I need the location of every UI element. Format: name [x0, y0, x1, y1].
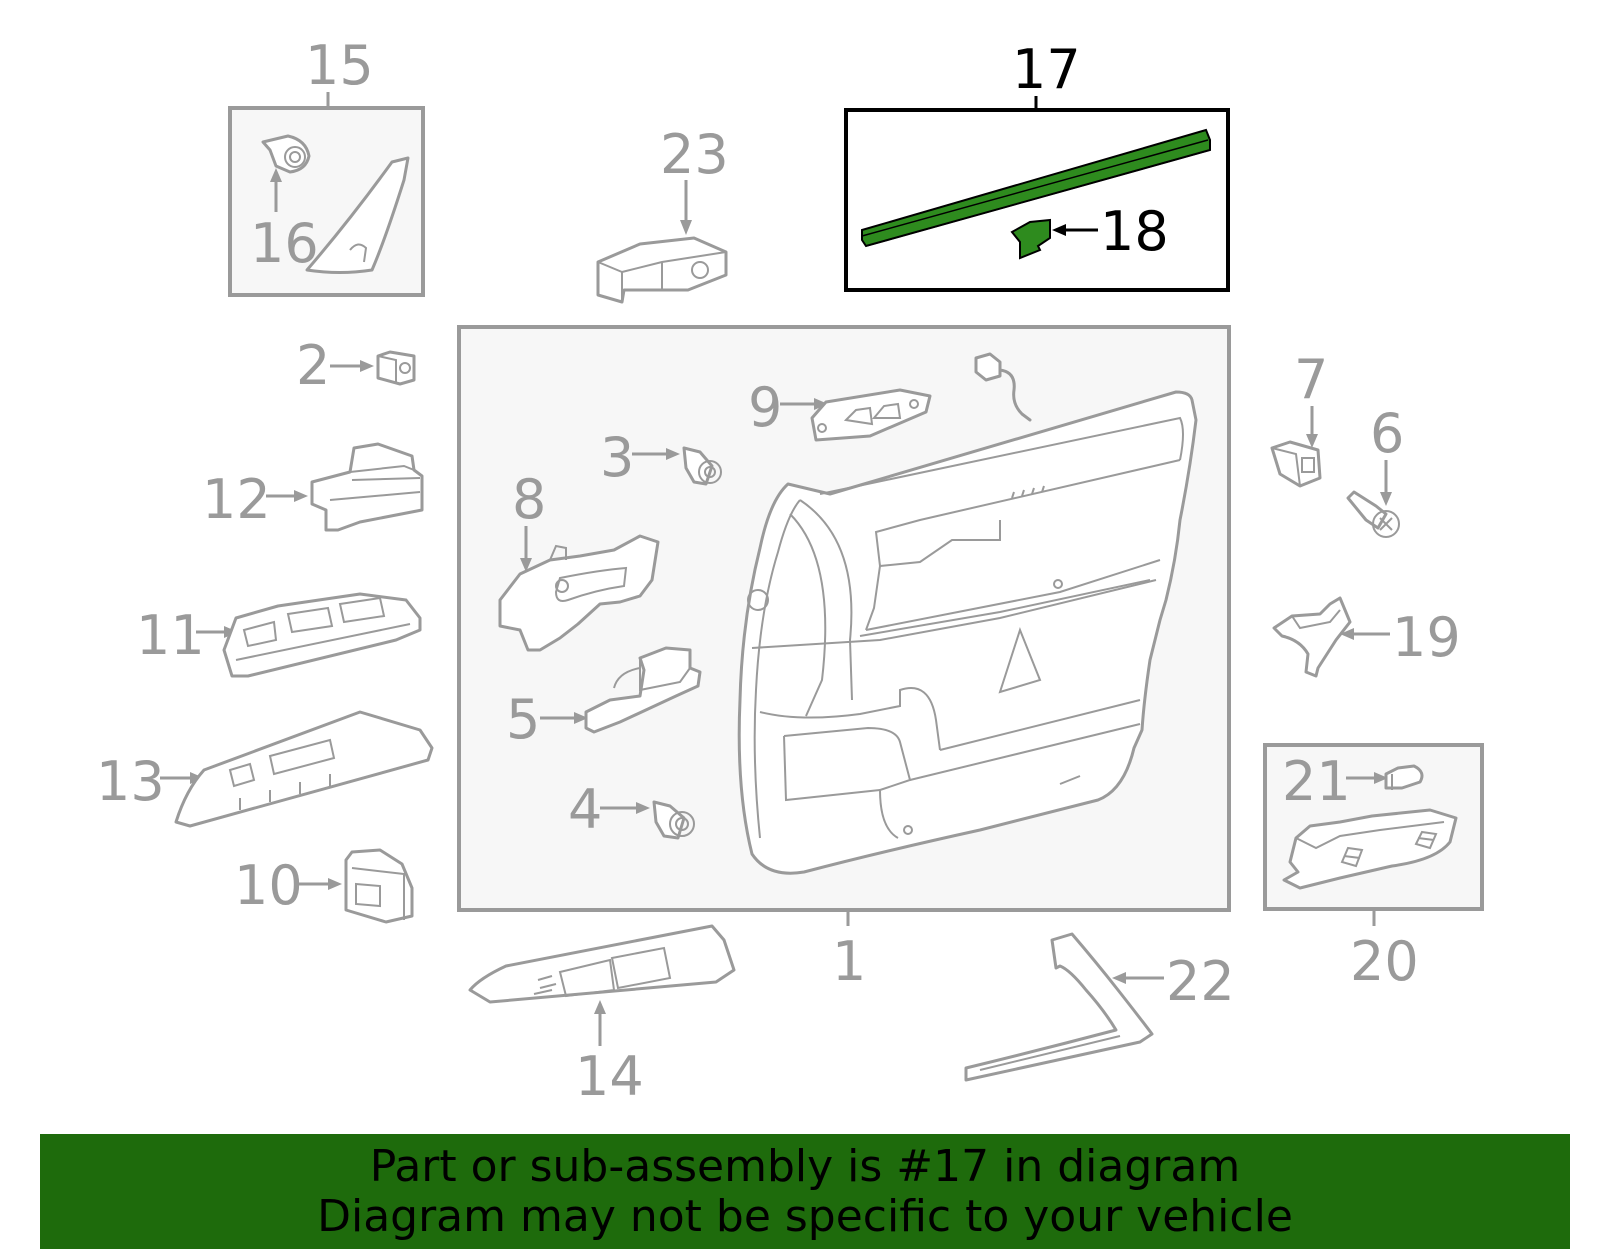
switch-part-10[interactable]	[344, 848, 414, 924]
arrow-head-21	[1374, 772, 1388, 784]
callout-17[interactable]: 17	[1012, 38, 1081, 101]
inside-handle-part-8[interactable]	[498, 534, 660, 652]
bolt-part-6[interactable]	[1346, 490, 1400, 538]
callout-3[interactable]: 3	[600, 426, 634, 489]
connector-part-23[interactable]	[596, 236, 728, 304]
arrow-head-19	[1340, 628, 1354, 640]
trim-strip-part-22[interactable]	[964, 932, 1154, 1082]
callout-1[interactable]: 1	[832, 930, 866, 993]
master-switch-part-11[interactable]	[222, 592, 422, 678]
callout-14[interactable]: 14	[575, 1045, 644, 1108]
screw-part-3[interactable]	[682, 446, 722, 486]
callout-13[interactable]: 13	[96, 750, 165, 813]
callout-5[interactable]: 5	[506, 688, 540, 751]
info-banner: Part or sub-assembly is #17 in diagram D…	[40, 1134, 1570, 1249]
arrow-head-7	[1306, 434, 1318, 448]
wire-harness-part[interactable]	[974, 352, 1032, 422]
arrow-head-9	[814, 398, 828, 410]
callout-7[interactable]: 7	[1294, 348, 1328, 411]
callout-2[interactable]: 2	[296, 334, 330, 397]
screw-part-4[interactable]	[652, 800, 695, 840]
callout-22[interactable]: 22	[1166, 950, 1235, 1013]
clip-part-18[interactable]	[1010, 218, 1051, 260]
lamp-part-20[interactable]	[1282, 808, 1458, 890]
bulb-part-21[interactable]	[1384, 764, 1424, 790]
arrow-head-6	[1380, 492, 1392, 506]
callout-18[interactable]: 18	[1100, 200, 1169, 263]
callout-11[interactable]: 11	[136, 604, 205, 667]
arrow-head-3	[666, 448, 680, 460]
callout-6[interactable]: 6	[1370, 402, 1404, 465]
arrow-head-23	[680, 220, 692, 235]
arrow-head-22	[1112, 972, 1126, 984]
arrow-head-16	[270, 168, 282, 182]
corner-garnish-part[interactable]	[305, 156, 410, 274]
clip-part-2[interactable]	[376, 350, 416, 386]
arrow-head-12	[294, 490, 308, 502]
clip-part-7[interactable]	[1270, 440, 1322, 488]
arrow-head-18	[1052, 224, 1066, 236]
callout-16[interactable]: 16	[250, 212, 319, 275]
switch-base-part-14[interactable]	[468, 924, 736, 1004]
callout-9[interactable]: 9	[748, 376, 782, 439]
callout-10[interactable]: 10	[234, 854, 303, 917]
callout-12[interactable]: 12	[202, 468, 271, 531]
arrow-head-4	[636, 802, 650, 814]
banner-line-1: Part or sub-assembly is #17 in diagram	[369, 1140, 1241, 1192]
belt-moulding-part-17[interactable]	[861, 128, 1211, 248]
callout-23[interactable]: 23	[660, 123, 729, 186]
clip-part-16[interactable]	[261, 134, 311, 174]
pull-handle-part-5[interactable]	[584, 646, 702, 734]
arrow-head-8	[520, 558, 532, 572]
arrow-head-5	[574, 712, 588, 724]
arrow-head-14	[594, 1000, 606, 1014]
switch-part-9[interactable]	[810, 388, 932, 442]
callout-15[interactable]: 15	[305, 34, 374, 97]
callout-20[interactable]: 20	[1350, 930, 1419, 993]
callout-4[interactable]: 4	[568, 778, 602, 841]
arrow-head-2	[360, 360, 374, 372]
banner-line-2: Diagram may not be specific to your vehi…	[317, 1190, 1293, 1242]
kit-box-17[interactable]	[844, 108, 1230, 292]
switch-part-12[interactable]	[310, 442, 424, 532]
bracket-part-19[interactable]	[1272, 596, 1352, 678]
callout-19[interactable]: 19	[1392, 606, 1461, 669]
callout-21[interactable]: 21	[1282, 750, 1351, 813]
door-trim-panel[interactable]	[737, 390, 1198, 875]
arrow-head-10	[328, 878, 342, 890]
callout-8[interactable]: 8	[512, 468, 546, 531]
switch-bezel-part-13[interactable]	[174, 710, 434, 828]
